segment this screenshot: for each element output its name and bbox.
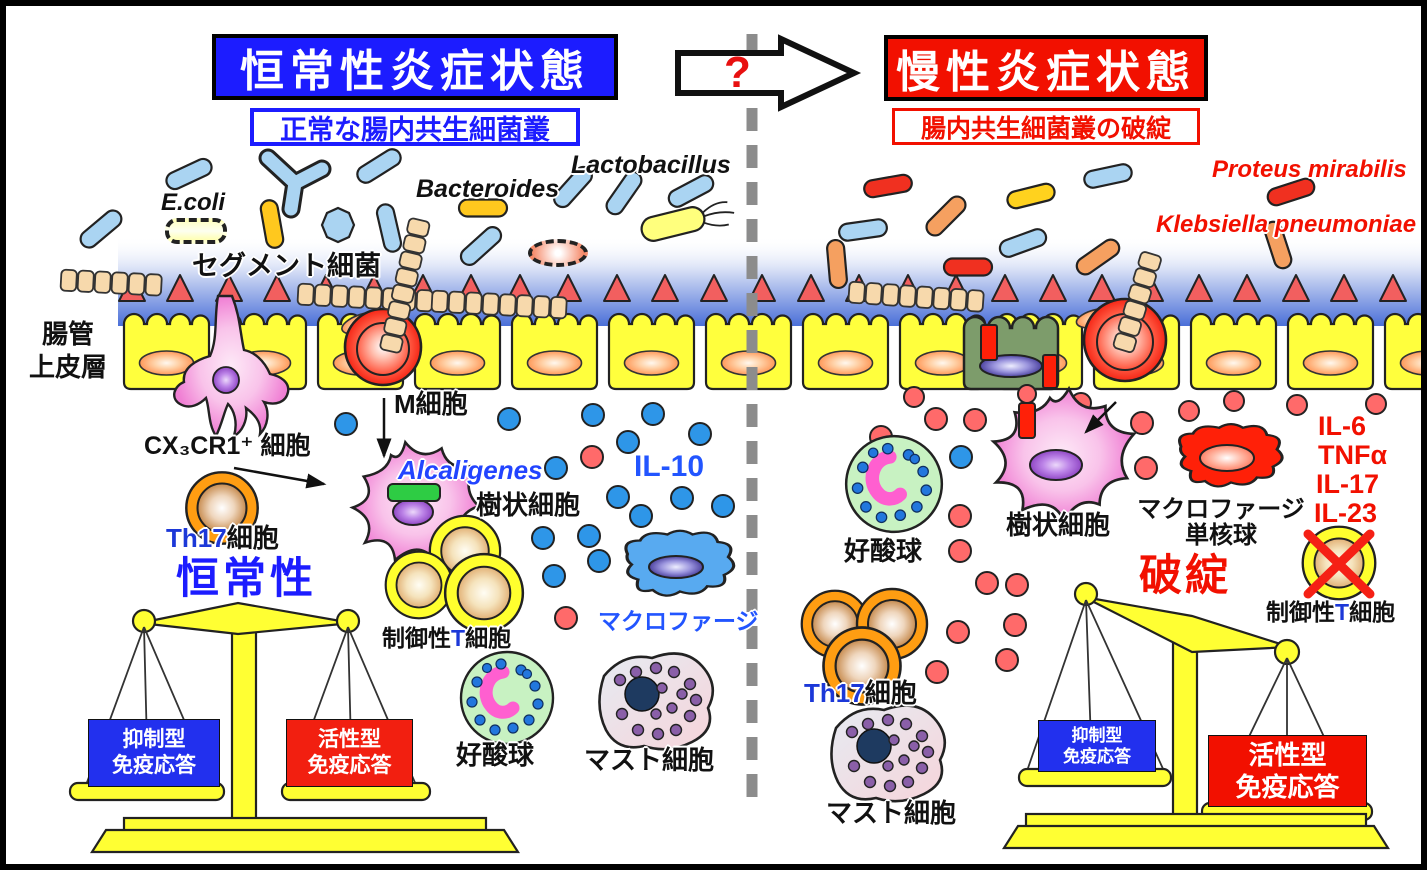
mast-left-label: マスト細胞	[584, 745, 715, 775]
inflammatory-cytokine-dots	[554, 386, 1387, 684]
mast-cell-right	[830, 704, 947, 803]
octagon-bacterium	[320, 206, 356, 244]
receptor-bar	[1018, 402, 1036, 439]
balance-scale-left	[68, 601, 521, 854]
eosinophil-left	[461, 652, 553, 744]
proteus-label: Proteus mirabilis	[1212, 156, 1407, 183]
left-title-text: 恒常性炎症状態	[240, 47, 590, 96]
left-scale-active-line1: 活性型	[318, 727, 381, 751]
treg-right-label: 制御性T細胞	[1266, 600, 1395, 624]
il10-dots	[334, 402, 973, 588]
macrophage-monocyte-label: マクロファージ 単核球	[1134, 496, 1308, 550]
right-scale-suppressive-pan: 抑制型 免疫応答	[1038, 720, 1156, 772]
macrophage-monocyte-right	[1178, 422, 1284, 488]
gut-epithelium-line1: 腸管	[41, 319, 94, 349]
il10-label: IL-10	[634, 450, 705, 483]
left-scale-active-line2: 免疫応答	[307, 754, 392, 777]
m-cell-label: M細胞	[394, 389, 468, 419]
red-x-mark	[1303, 529, 1375, 599]
right-scale-active-pan: 活性型 免疫応答	[1208, 735, 1367, 807]
alcaligenes-label: Alcaligenes	[398, 455, 543, 485]
dendritic-cell-left	[341, 430, 490, 574]
collapse-state-label: 破綻	[1139, 552, 1231, 600]
tnfa-label: TNFα	[1318, 440, 1388, 470]
commensal-bacteria-left	[76, 144, 735, 270]
left-title-banner: 恒常性炎症状態	[212, 34, 618, 100]
transition-arrow	[675, 34, 862, 112]
right-subtitle-text: 腸内共生細菌叢の破綻	[920, 114, 1171, 143]
treg-left-p3: 細胞	[465, 625, 512, 651]
il17-label: IL-17	[1316, 469, 1380, 499]
th17-right-suffix: 細胞	[864, 678, 917, 708]
eosinophil-right-label: 好酸球	[844, 536, 923, 566]
treg-left-label: 制御性T細胞	[382, 626, 511, 650]
treg-right-p1: 制御性	[1266, 599, 1335, 625]
right-title-banner: 慢性炎症状態	[884, 35, 1208, 101]
lactobacillus-label: Lactobacillus	[571, 151, 731, 179]
th17-left-label: Th17細胞	[166, 523, 279, 553]
th17-right-label: Th17細胞	[804, 678, 917, 708]
segmented-bacteria-label: セグメント細菌	[192, 251, 381, 281]
klebsiella-label: Klebsiella pneumoniae	[1156, 211, 1417, 238]
right-subtitle-banner: 腸内共生細菌叢の破綻	[892, 108, 1200, 145]
il23-label: IL-23	[1314, 498, 1378, 528]
mast-right-label: マスト細胞	[826, 798, 957, 828]
spiky-coccus-bacterium	[528, 239, 588, 267]
stressed-epithelial-cell	[962, 315, 1060, 391]
left-scale-suppressive-line1: 抑制型	[122, 727, 186, 751]
left-subtitle-banner: 正常な腸内共生細菌叢	[250, 108, 580, 146]
pointer-arrows	[233, 398, 1117, 489]
dendritic-left-label: 樹状細胞	[476, 490, 581, 520]
eosinophil-left-label: 好酸球	[456, 740, 535, 770]
mast-cell-left	[598, 652, 715, 751]
left-scale-suppressive-line2: 免疫応答	[112, 754, 196, 777]
ecoli-bacterium	[165, 218, 227, 244]
th17-right-prefix: Th17	[804, 678, 865, 708]
left-scale-suppressive-pan: 抑制型 免疫応答	[88, 719, 220, 787]
macrophage-monocyte-line2: 単核球	[1185, 522, 1257, 550]
question-mark: ?	[724, 48, 751, 97]
eosinophil-right	[846, 436, 942, 532]
th17-left-prefix: Th17	[166, 523, 227, 553]
dendritic-right-label: 樹状細胞	[1006, 510, 1111, 540]
dendritic-cell-right	[984, 380, 1140, 529]
left-scale-active-pan: 活性型 免疫応答	[286, 719, 413, 787]
right-scale-active-line1: 活性型	[1248, 739, 1327, 770]
balance-scale-right	[1001, 581, 1391, 850]
treg-right-p2: T	[1335, 599, 1350, 625]
right-scale-active-line2: 免疫応答	[1235, 772, 1340, 802]
il6-label: IL-6	[1318, 411, 1367, 441]
gut-epithelium-line2: 上皮層	[28, 351, 107, 382]
ligand-dot	[1017, 384, 1037, 404]
left-subtitle-text: 正常な腸内共生細菌叢	[280, 114, 550, 145]
right-scale-suppressive-line2: 免疫応答	[1063, 747, 1131, 766]
ecoli-label: E.coli	[161, 189, 226, 216]
alcaligenes-bacterium	[387, 483, 441, 502]
right-title-text: 慢性炎症状態	[896, 48, 1196, 97]
macrophage-left-label: マクロファージ	[598, 608, 759, 634]
macrophage-monocyte-line1: マクロファージ	[1137, 496, 1305, 523]
cx3cr1-label: CX₃CR1⁺ 細胞	[144, 432, 311, 460]
treg-crossed-out-right	[1301, 525, 1377, 601]
homeostasis-state-label: 恒常性	[176, 555, 317, 603]
treg-left-p2: T	[451, 625, 466, 651]
macrophage-left	[624, 529, 736, 598]
right-scale-suppressive-line1: 抑制型	[1071, 725, 1123, 745]
bacteroides-label: Bacteroides	[416, 175, 560, 203]
diagram-artwork	[59, 34, 1421, 854]
flagellated-bacterium	[640, 201, 735, 242]
treg-right-p3: 細胞	[1349, 599, 1396, 625]
th17-left-suffix: 細胞	[226, 523, 279, 553]
treg-left-p1: 制御性	[382, 625, 451, 651]
gut-epithelium-label: 腸管 上皮層	[18, 318, 118, 383]
cx3cr1-cell	[173, 294, 290, 439]
